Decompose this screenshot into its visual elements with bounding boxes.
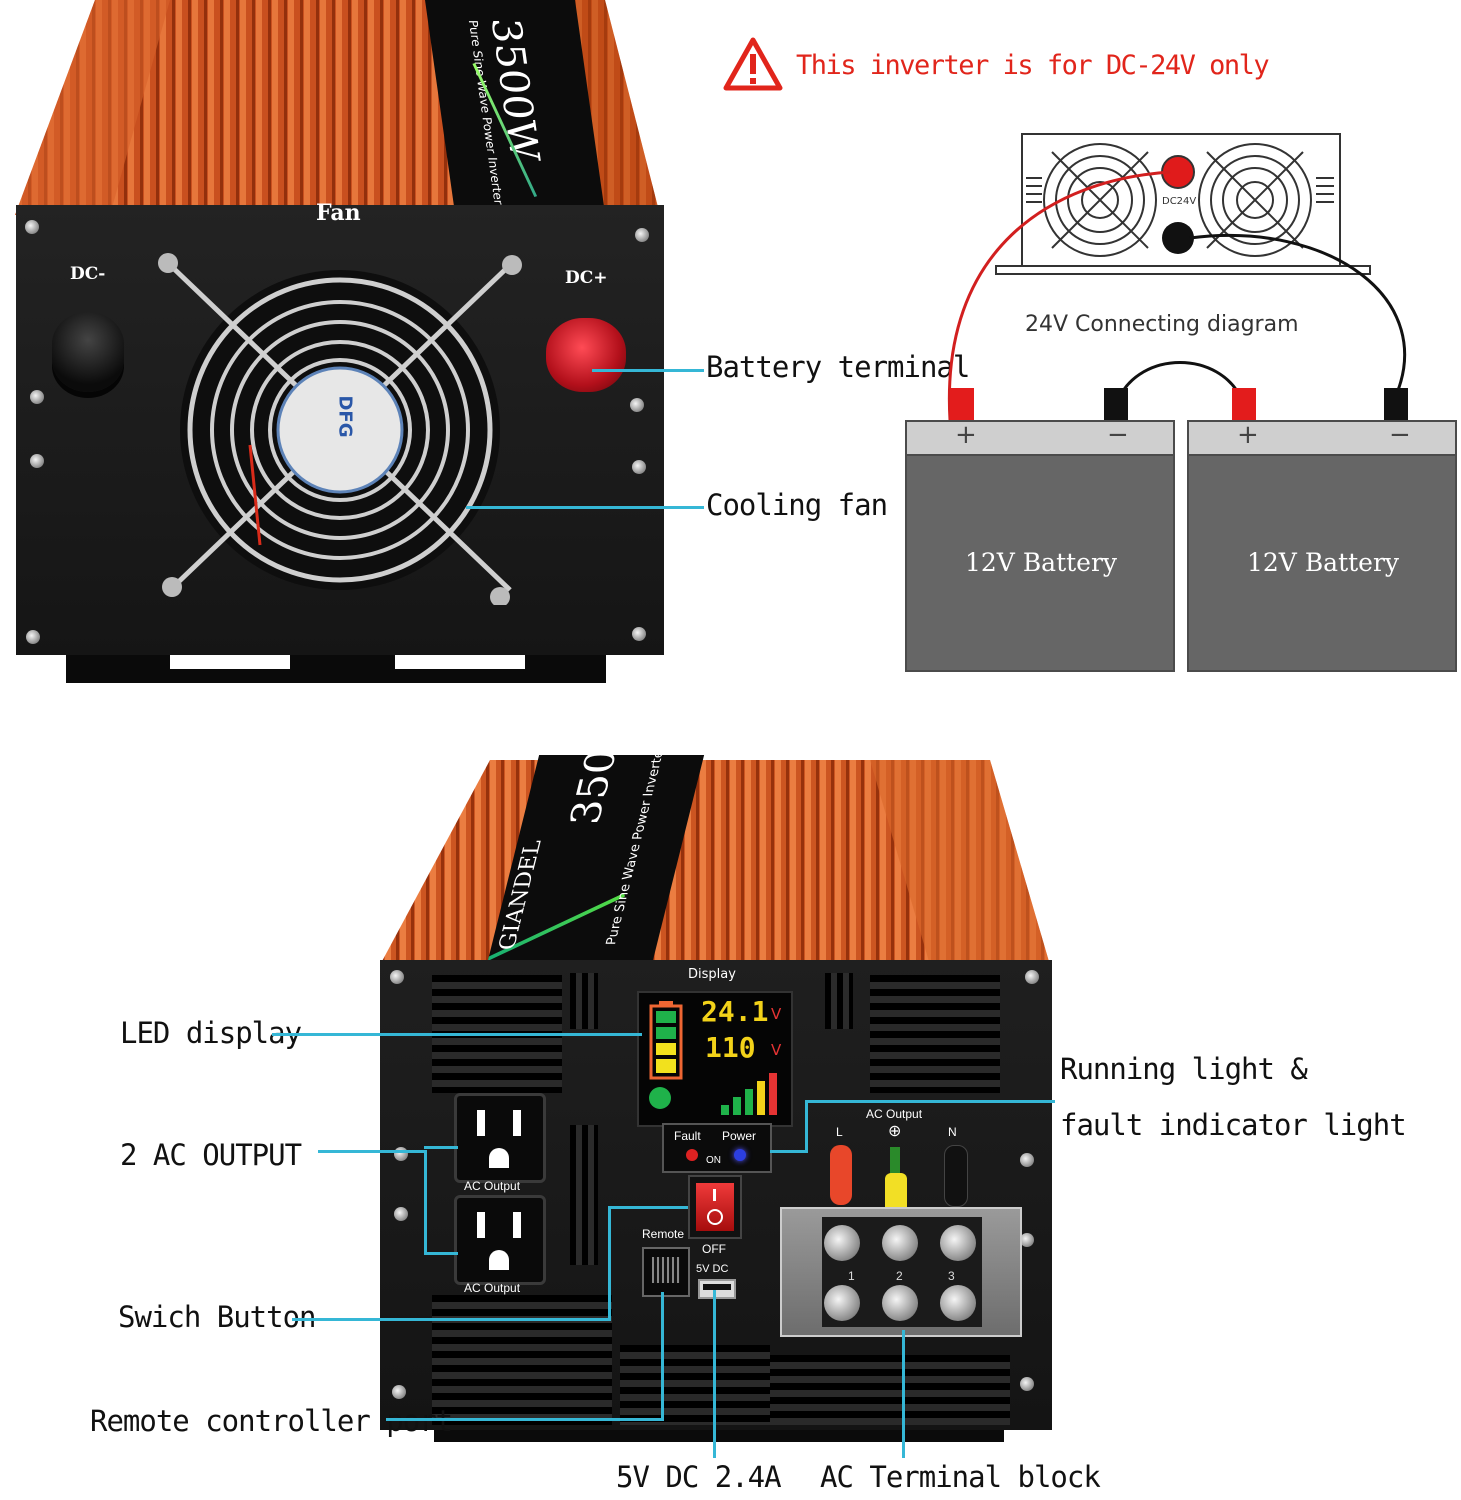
on-label: ON: [706, 1155, 721, 1166]
callout-usb: 5V DC 2.4A: [616, 1460, 782, 1494]
diagram-wires: [947, 170, 1407, 421]
off-label: OFF: [702, 1242, 726, 1256]
diagram-title: 24V Connecting diagram: [1025, 312, 1299, 337]
vent-top-right: [870, 975, 1000, 1093]
callout-cooling-fan: Cooling fan: [706, 488, 888, 522]
battery-2-plus: +: [1237, 420, 1259, 450]
dc-negative-label: DC-: [70, 264, 106, 284]
ac-socket-2[interactable]: [454, 1195, 546, 1285]
battery-2: + − 12V Battery: [1187, 420, 1457, 672]
indicator-light-panel: Fault Power ON: [662, 1123, 772, 1173]
callout-switch-button: Swich Button: [118, 1300, 317, 1334]
ac-output-socket-2-label: AC Output: [464, 1281, 521, 1295]
battery-1-negative-post: [1104, 388, 1128, 420]
dc-negative-terminal: [52, 312, 124, 392]
warning-banner: This inverter is for DC-24V only: [722, 36, 1270, 92]
led-display: 24.1 V 110 V: [637, 991, 793, 1127]
battery-2-label: 12V Battery: [1247, 548, 1400, 577]
usb-label: 5V DC: [696, 1263, 729, 1275]
fan-label: Fan: [316, 200, 361, 226]
vent-bottom-left: [432, 1295, 612, 1425]
battery-1-label: 12V Battery: [965, 548, 1118, 577]
terminal-L-label: L: [836, 1125, 843, 1139]
display-voltage-out: 110: [705, 1031, 756, 1064]
callout-running-light-line-2: fault indicator light: [1060, 1108, 1407, 1142]
terminal-num-3: 3: [948, 1269, 955, 1283]
callout-remote-port: Remote controller port: [90, 1404, 453, 1438]
callout-led-display: LED display: [120, 1016, 302, 1050]
fan-icon: [158, 253, 522, 605]
display-unit-v-1: V: [771, 1005, 782, 1023]
callout-running-light-line-1: Running light &: [1060, 1052, 1308, 1086]
dc-positive-terminal: [546, 318, 626, 392]
battery-icon: [649, 1001, 683, 1080]
battery-2-minus: −: [1389, 420, 1411, 450]
terminal-G-label: ⊕: [888, 1123, 902, 1140]
front-label-power: 3500W: [562, 755, 644, 825]
ac-output-socket-1-label: AC Output: [464, 1179, 521, 1193]
battery-2-positive-post: [1232, 388, 1256, 420]
vent-bottom-mid: [620, 1345, 770, 1425]
fan-sticker-brand: DFG: [334, 395, 356, 438]
inverter-front-view: 3500W GIANDEL Pure Sine Wave Power Inver…: [370, 755, 1070, 1455]
battery-1: + − 12V Battery: [905, 420, 1175, 672]
rear-panel-foot: [66, 655, 606, 683]
diagram-dc-label: DC24V: [1162, 196, 1197, 207]
display-label: Display: [688, 967, 736, 982]
rj11-port-icon[interactable]: [642, 1247, 690, 1297]
ac-socket-1[interactable]: [454, 1093, 546, 1183]
callout-battery-terminal: Battery terminal: [706, 350, 970, 384]
power-label: Power: [722, 1129, 757, 1143]
battery-1-positive-post: [950, 388, 974, 420]
top-product-label: 3500W Pure Sine Wave Power Inverter: [425, 0, 604, 205]
battery-1-minus: −: [1107, 420, 1129, 450]
callout-terminal-block: AC Terminal block: [820, 1460, 1101, 1494]
front-heatsink: [380, 760, 1050, 965]
callout-ac-output: 2 AC OUTPUT: [120, 1138, 302, 1172]
connection-diagram: DC24V 24V Connecting diagram + − 12V Bat…: [900, 120, 1461, 680]
battery-2-negative-post: [1384, 388, 1408, 420]
terminal-N-label: N: [948, 1125, 957, 1139]
usb-port-icon[interactable]: [698, 1279, 736, 1299]
remote-label: Remote: [642, 1227, 685, 1241]
ac-output-label: AC Output: [866, 1107, 923, 1121]
inverter-rear-view: 3500W Pure Sine Wave Power Inverter Fan …: [0, 0, 700, 700]
diagram-inverter: [995, 133, 1371, 275]
display-unit-v-2: V: [771, 1041, 782, 1059]
fault-label: Fault: [674, 1129, 701, 1143]
power-switch[interactable]: [688, 1175, 742, 1239]
vent-bottom-right: [770, 1355, 1010, 1425]
terminal-num-2: 2: [896, 1269, 903, 1283]
display-voltage-in: 24.1: [701, 995, 769, 1028]
warning-text: This inverter is for DC-24V only: [796, 50, 1270, 81]
terminal-num-1: 1: [848, 1269, 855, 1283]
warning-triangle-icon: [723, 37, 783, 91]
battery-1-plus: +: [955, 420, 977, 450]
dc-positive-label: DC+: [565, 268, 608, 288]
